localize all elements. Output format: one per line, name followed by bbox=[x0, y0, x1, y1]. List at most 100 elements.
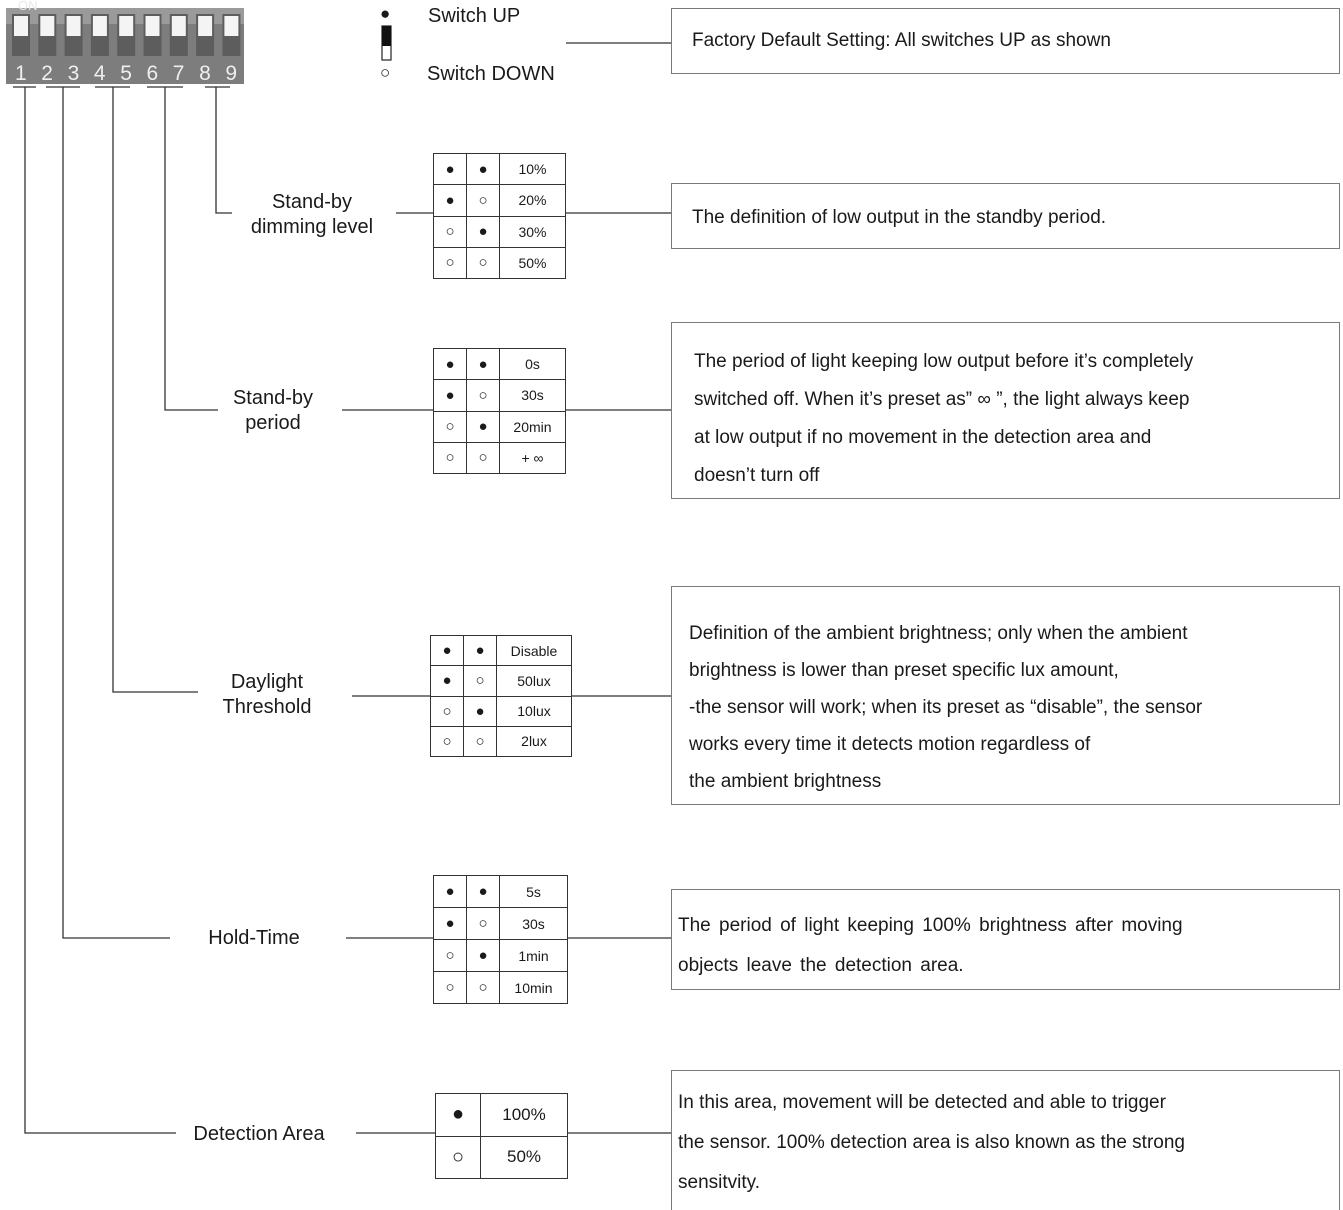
option-row: ●●0s bbox=[433, 347, 566, 381]
option-value: 30% bbox=[499, 215, 566, 248]
dip-switch-number: 2 bbox=[41, 62, 53, 85]
dip-switch-knob bbox=[119, 16, 134, 36]
switch-a-state: ● bbox=[430, 634, 464, 667]
switch-a-state: ○ bbox=[433, 939, 467, 972]
section-label-detection-area: Detection Area bbox=[193, 1123, 325, 1145]
option-value: 20% bbox=[499, 184, 566, 217]
dip-switch-block bbox=[6, 8, 244, 84]
switch-b-state: ○ bbox=[466, 184, 500, 217]
option-row: ○●10lux bbox=[430, 695, 572, 727]
option-row: ○●30% bbox=[433, 215, 566, 248]
switch-a-state: ○ bbox=[430, 695, 464, 727]
dip-switch-knob bbox=[66, 16, 81, 36]
option-row: ○○50% bbox=[433, 246, 566, 280]
switch-b-state: ○ bbox=[463, 665, 497, 697]
description-line: In this area, movement will be detected … bbox=[678, 1092, 1166, 1113]
option-value: 50lux bbox=[496, 665, 572, 697]
factory-default-text: Factory Default Setting: All switches UP… bbox=[692, 30, 1111, 51]
description-box-detection-area: In this area, movement will be detected … bbox=[671, 1070, 1340, 1210]
description-line: -the sensor will work; when its preset a… bbox=[689, 697, 1203, 718]
option-row: ●○30s bbox=[433, 907, 568, 940]
dip-switch-number: 9 bbox=[225, 62, 237, 85]
switch-a-state: ● bbox=[430, 665, 464, 697]
description-box-daylight-threshold: Definition of the ambient brightness; on… bbox=[671, 586, 1340, 805]
switch-b-state: ● bbox=[466, 939, 500, 972]
dip-switch-number: 4 bbox=[94, 62, 106, 85]
section-label-standby-dimming: Stand-by dimming level bbox=[250, 191, 374, 238]
option-table-standby-period: ●●0s●○30s○●20min○○+ ∞ bbox=[433, 347, 566, 475]
switch-a-state: ○ bbox=[433, 441, 467, 475]
dip-switch-knob bbox=[92, 16, 107, 36]
section-label-standby-period: Stand-by period bbox=[232, 387, 314, 434]
option-value: 1min bbox=[499, 939, 568, 972]
switch-b-state: ○ bbox=[466, 441, 500, 475]
dip-switch-number: 3 bbox=[68, 62, 80, 85]
switch-a-state: ● bbox=[433, 152, 467, 186]
switch-b-state: ○ bbox=[466, 971, 500, 1004]
option-value: 2lux bbox=[496, 725, 572, 758]
switch-b-state: ● bbox=[466, 215, 500, 248]
option-value: 10% bbox=[499, 152, 566, 186]
option-value: 0s bbox=[499, 347, 566, 381]
switch-b-state: ○ bbox=[466, 907, 500, 940]
switch-b-state: ○ bbox=[466, 379, 500, 412]
option-row: ●●5s bbox=[433, 875, 568, 908]
section-label-daylight-threshold: Daylight Threshold bbox=[222, 671, 312, 718]
option-row: ○●20min bbox=[433, 410, 566, 443]
dip-switch-number: 1 bbox=[15, 62, 27, 85]
dip-switch-knob bbox=[171, 16, 186, 36]
dip-switch-number: 7 bbox=[173, 62, 185, 85]
switch-up-symbol: ● bbox=[380, 4, 391, 23]
description-line: sensitvity. bbox=[678, 1172, 761, 1193]
dip-switch-number: 6 bbox=[147, 62, 159, 85]
switch-a-state: ○ bbox=[430, 725, 464, 758]
description-line: the sensor. 100% detection area is also … bbox=[678, 1132, 1185, 1153]
option-value: Disable bbox=[496, 634, 572, 667]
option-table-hold-time: ●●5s●○30s○●1min○○10min bbox=[433, 875, 568, 1004]
option-row: ●100% bbox=[435, 1093, 568, 1137]
description-line: The period of light keeping low output b… bbox=[694, 351, 1194, 372]
switch-a-state: ○ bbox=[433, 215, 467, 248]
dip-switch-knob bbox=[40, 16, 55, 36]
switch-a-state: ● bbox=[433, 347, 467, 381]
description-line: switched off. When it’s preset as” ∞ ”, … bbox=[694, 389, 1190, 410]
description-line: works every time it detects motion regar… bbox=[689, 734, 1091, 755]
switch-legend-graphic bbox=[381, 25, 392, 61]
dip-switch-knob bbox=[14, 16, 28, 36]
dip-on-label: ON bbox=[18, 0, 38, 13]
option-row: ●○30s bbox=[433, 379, 566, 412]
option-row: ○○2lux bbox=[430, 725, 572, 758]
switch-b-state: ● bbox=[466, 152, 500, 186]
option-value: 50% bbox=[480, 1135, 568, 1179]
switch-b-state: ● bbox=[466, 347, 500, 381]
dip-switch-knob bbox=[145, 16, 160, 36]
option-value: 20min bbox=[499, 410, 566, 443]
description-line: brightness is lower than preset specific… bbox=[689, 660, 1119, 681]
description-line: objects leave the detection area. bbox=[678, 955, 964, 976]
dip-switch-knob bbox=[224, 16, 239, 36]
switch-a-state: ○ bbox=[433, 410, 467, 443]
switch-b-state: ○ bbox=[466, 246, 500, 280]
switch-a-state: ● bbox=[433, 379, 467, 412]
switch-b-state: ● bbox=[466, 875, 500, 908]
option-table-detection-area: ●100%○50% bbox=[435, 1093, 568, 1179]
option-value: + ∞ bbox=[499, 441, 566, 475]
switch-down-symbol: ○ bbox=[380, 63, 391, 82]
option-row: ○50% bbox=[435, 1135, 568, 1179]
switch-a-state: ● bbox=[433, 907, 467, 940]
option-row: ○○10min bbox=[433, 971, 568, 1004]
option-value: 10min bbox=[499, 971, 568, 1004]
option-table-daylight-threshold: ●●Disable●○50lux○●10lux○○2lux bbox=[430, 634, 572, 758]
description-box-standby-period: The period of light keeping low output b… bbox=[671, 322, 1340, 499]
switch-a-state: ○ bbox=[433, 246, 467, 280]
option-value: 30s bbox=[499, 379, 566, 412]
switch-b-state: ○ bbox=[463, 725, 497, 758]
description-line: Definition of the ambient brightness; on… bbox=[689, 623, 1188, 644]
switch-b-state: ● bbox=[463, 695, 497, 727]
switch-a-state: ● bbox=[435, 1093, 481, 1137]
description-line: The period of light keeping 100% brightn… bbox=[678, 915, 1183, 936]
dip-switch-knob bbox=[198, 16, 213, 36]
switch-a-state: ● bbox=[433, 875, 467, 908]
description-line: the ambient brightness bbox=[689, 771, 882, 792]
switch-b-state: ● bbox=[463, 634, 497, 667]
